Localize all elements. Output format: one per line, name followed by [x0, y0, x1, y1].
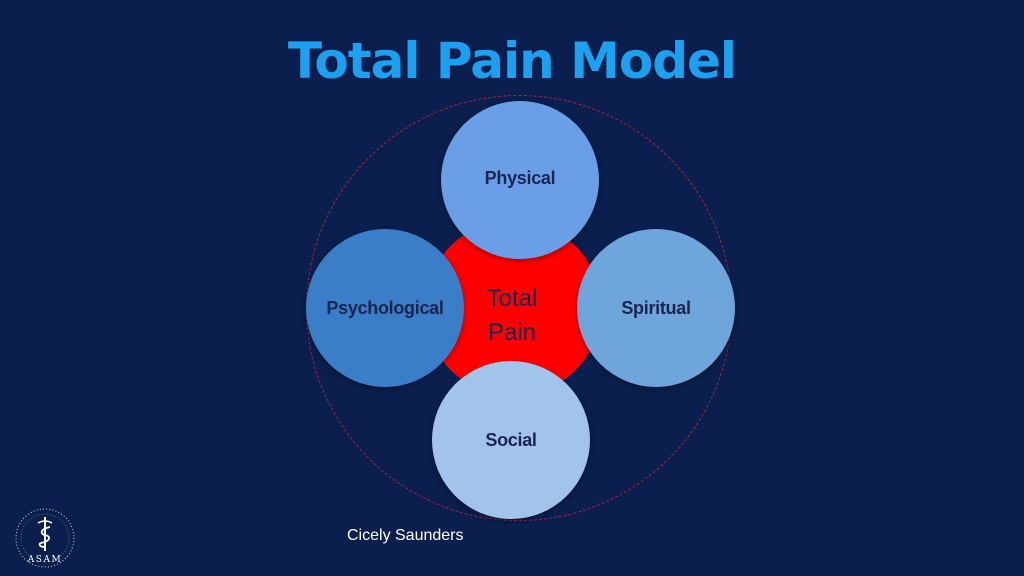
physical-label: Physical [484, 167, 556, 188]
spiritual-label: Spiritual [621, 297, 691, 318]
slide-title: Total Pain Model [287, 32, 737, 90]
total-pain-line1: Total [486, 285, 538, 312]
total-pain-line2: Pain [487, 319, 537, 346]
total-pain-label: Total Pain [452, 282, 572, 350]
asam-logo-icon: ASAM [15, 508, 75, 568]
spiritual-node: Spiritual [577, 229, 735, 387]
physical-node: Physical [441, 101, 599, 259]
attribution-text: Cicely Saunders [347, 527, 464, 544]
social-label: Social [485, 429, 537, 450]
psychological-node: Psychological [306, 229, 464, 387]
psychological-label: Psychological [326, 297, 444, 318]
logo-text: ASAM [27, 555, 62, 565]
social-node: Social [432, 361, 590, 519]
